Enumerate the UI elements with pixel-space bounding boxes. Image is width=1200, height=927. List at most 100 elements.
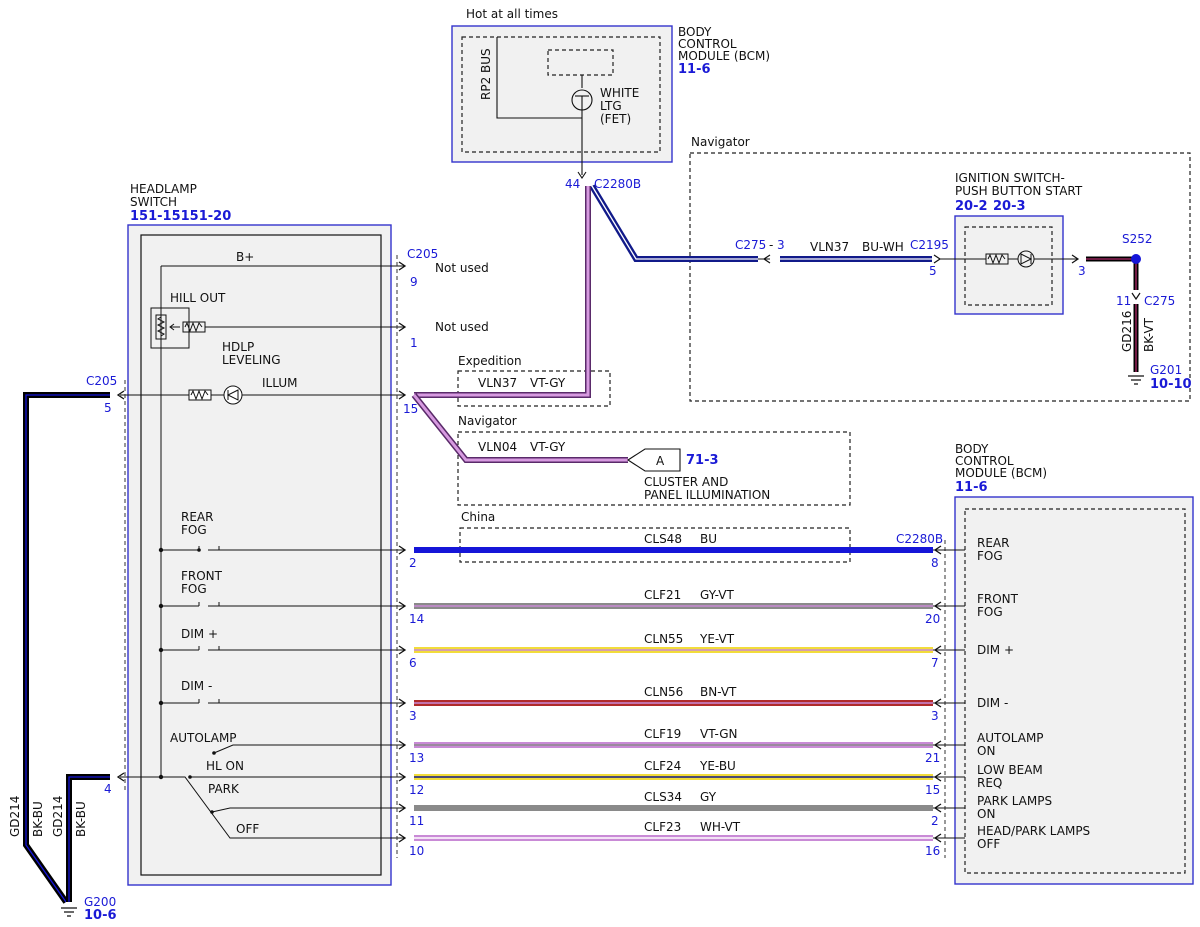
clf21-right-arrow [933,601,942,611]
cls48-bcm-label-1: REAR [977,536,1009,550]
light-mode-selector: AUTOLAMP HL ON PARK OFF [120,731,405,839]
clf23-left-pin: 10 [409,844,424,858]
gd216-color: BK-VT [1142,317,1156,352]
ign-switch-label-1: IGNITION SWITCH- [955,171,1065,185]
clf21-left-pin: 14 [409,612,424,626]
clf21-right-pin: 20 [925,612,940,626]
c205-left-label: C205 [86,374,117,388]
c275-pin: 3 [777,238,785,252]
c205-right-label: C205 [407,247,438,261]
g201-label: G201 [1150,363,1182,377]
rear-fog-label-2: FOG [181,523,207,537]
front-fog-label-2: FOG [181,582,207,596]
clf21-color-label: GY-VT [700,588,734,602]
cls34-left-arrow [398,803,407,813]
vln04-color: VT-GY [530,440,566,454]
hs-ref-link[interactable]: 151-15151-20 [130,209,231,224]
clf23-right-pin: 16 [925,844,940,858]
c205-left-pin4-arrow [116,772,125,782]
c205-pin9-arrow [398,261,407,271]
cluster-ref-link[interactable]: 71-3 [686,453,719,468]
cluster-desc-2: PANEL ILLUMINATION [644,488,770,502]
c275-dash: - [769,238,773,252]
cls48-left-arrow [398,545,407,555]
wire-gd214-a-stripe [25,394,110,903]
illum-label: ILLUM [262,376,297,390]
bcm-right-name-1: BODY [955,442,989,456]
bcm-right-ref-link[interactable]: 11-6 [955,480,988,495]
c275-label: C275 [735,238,766,252]
clf23-bcm-label-1: HEAD/PARK LAMPS [977,824,1090,838]
clf19-right-arrow [933,740,942,750]
cln55-right-arrow [933,645,942,655]
illum-led-symbol [226,389,239,401]
navigator-cluster-label: Navigator [458,414,517,428]
clf24-right-arrow [933,772,942,782]
c2195-label: C2195 [910,238,949,252]
clf24-wire-label: CLF24 [644,759,681,773]
park-contact-line [211,807,405,813]
china-region [459,527,851,563]
c2195-pin: 5 [929,264,937,278]
ign-ref-link-1[interactable]: 20-2 [955,199,988,214]
gd214-b-color: BK-BU [74,801,88,837]
clf19-right-pin: 21 [925,751,940,765]
dim-minus-junction [158,700,164,706]
hot-at-all-times-label: Hot at all times [466,7,558,21]
clf19-color-label: VT-GN [700,727,737,741]
fet-label-2: LTG [600,99,622,113]
dim-plus-switch-line [161,646,405,651]
bplus-label: B+ [236,250,254,264]
bcm-top-inner [461,36,661,153]
c2280b-label: C2280B [896,532,943,546]
bcm-top-connector: C2280B [594,177,641,191]
cls48-left-pin: 2 [409,556,417,570]
wire-vln37-nav-stripe [591,185,758,260]
hill-resistor-zigzag [184,321,203,333]
clf19-bcm-label-2: ON [977,744,995,758]
c275-b-label: C275 [1144,294,1175,308]
c205-left-pin4: 4 [104,782,112,796]
c205-left-pin5: 5 [104,401,112,415]
expedition-label: Expedition [458,354,522,368]
ign-switch-inner [964,226,1053,306]
c205-left-pin5-arrow [116,390,125,400]
wire-vln37-nav [589,184,758,262]
autolamp-contact-line [213,744,405,754]
clf19-left-pin: 13 [409,751,424,765]
cls48-right-pin: 8 [931,556,939,570]
cln56-right-pin: 3 [931,709,939,723]
park-label: PARK [208,782,240,796]
g200-ref-link[interactable]: 10-6 [84,908,117,923]
cls34-bcm-label-2: ON [977,807,995,821]
bcm-top-ref-link[interactable]: 11-6 [678,62,711,77]
hill-pot-zigzag [156,316,166,337]
clf24-left-arrow [398,772,407,782]
rear-fog-contact [197,548,201,552]
cln56-left-pin: 3 [409,709,417,723]
expedition-color: VT-GY [530,376,566,390]
bcm-top-pin-arrow [577,171,587,179]
clf24-bcm-label-1: LOW BEAM [977,763,1043,777]
expedition-wire: VLN37 [478,376,517,390]
g201-ground-icon [1128,375,1144,385]
g201-ref-link[interactable]: 10-10 [1150,377,1192,392]
s252-label: S252 [1122,232,1153,246]
park-contact [210,810,214,814]
cln55-bcm-label-1: DIM + [977,643,1014,657]
navigator-cluster-region [457,431,851,506]
hill-pot-arrow [169,323,180,331]
cluster-desc-1: CLUSTER AND [644,475,728,489]
ign-switch-box [954,215,1064,315]
hill-out-label: HILL OUT [170,291,226,305]
cln56-left-arrow [398,698,407,708]
cls48-right-arrow [933,545,942,555]
clf23-right-arrow [933,833,942,843]
front-fog-label-1: FRONT [181,569,223,583]
cln56-color-label: BN-VT [700,685,737,699]
gd214-a-color: BK-BU [31,801,45,837]
g200-ground-icon [61,907,77,917]
cls34-right-arrow [933,803,942,813]
ign-ref-link-2[interactable]: 20-3 [993,199,1026,214]
